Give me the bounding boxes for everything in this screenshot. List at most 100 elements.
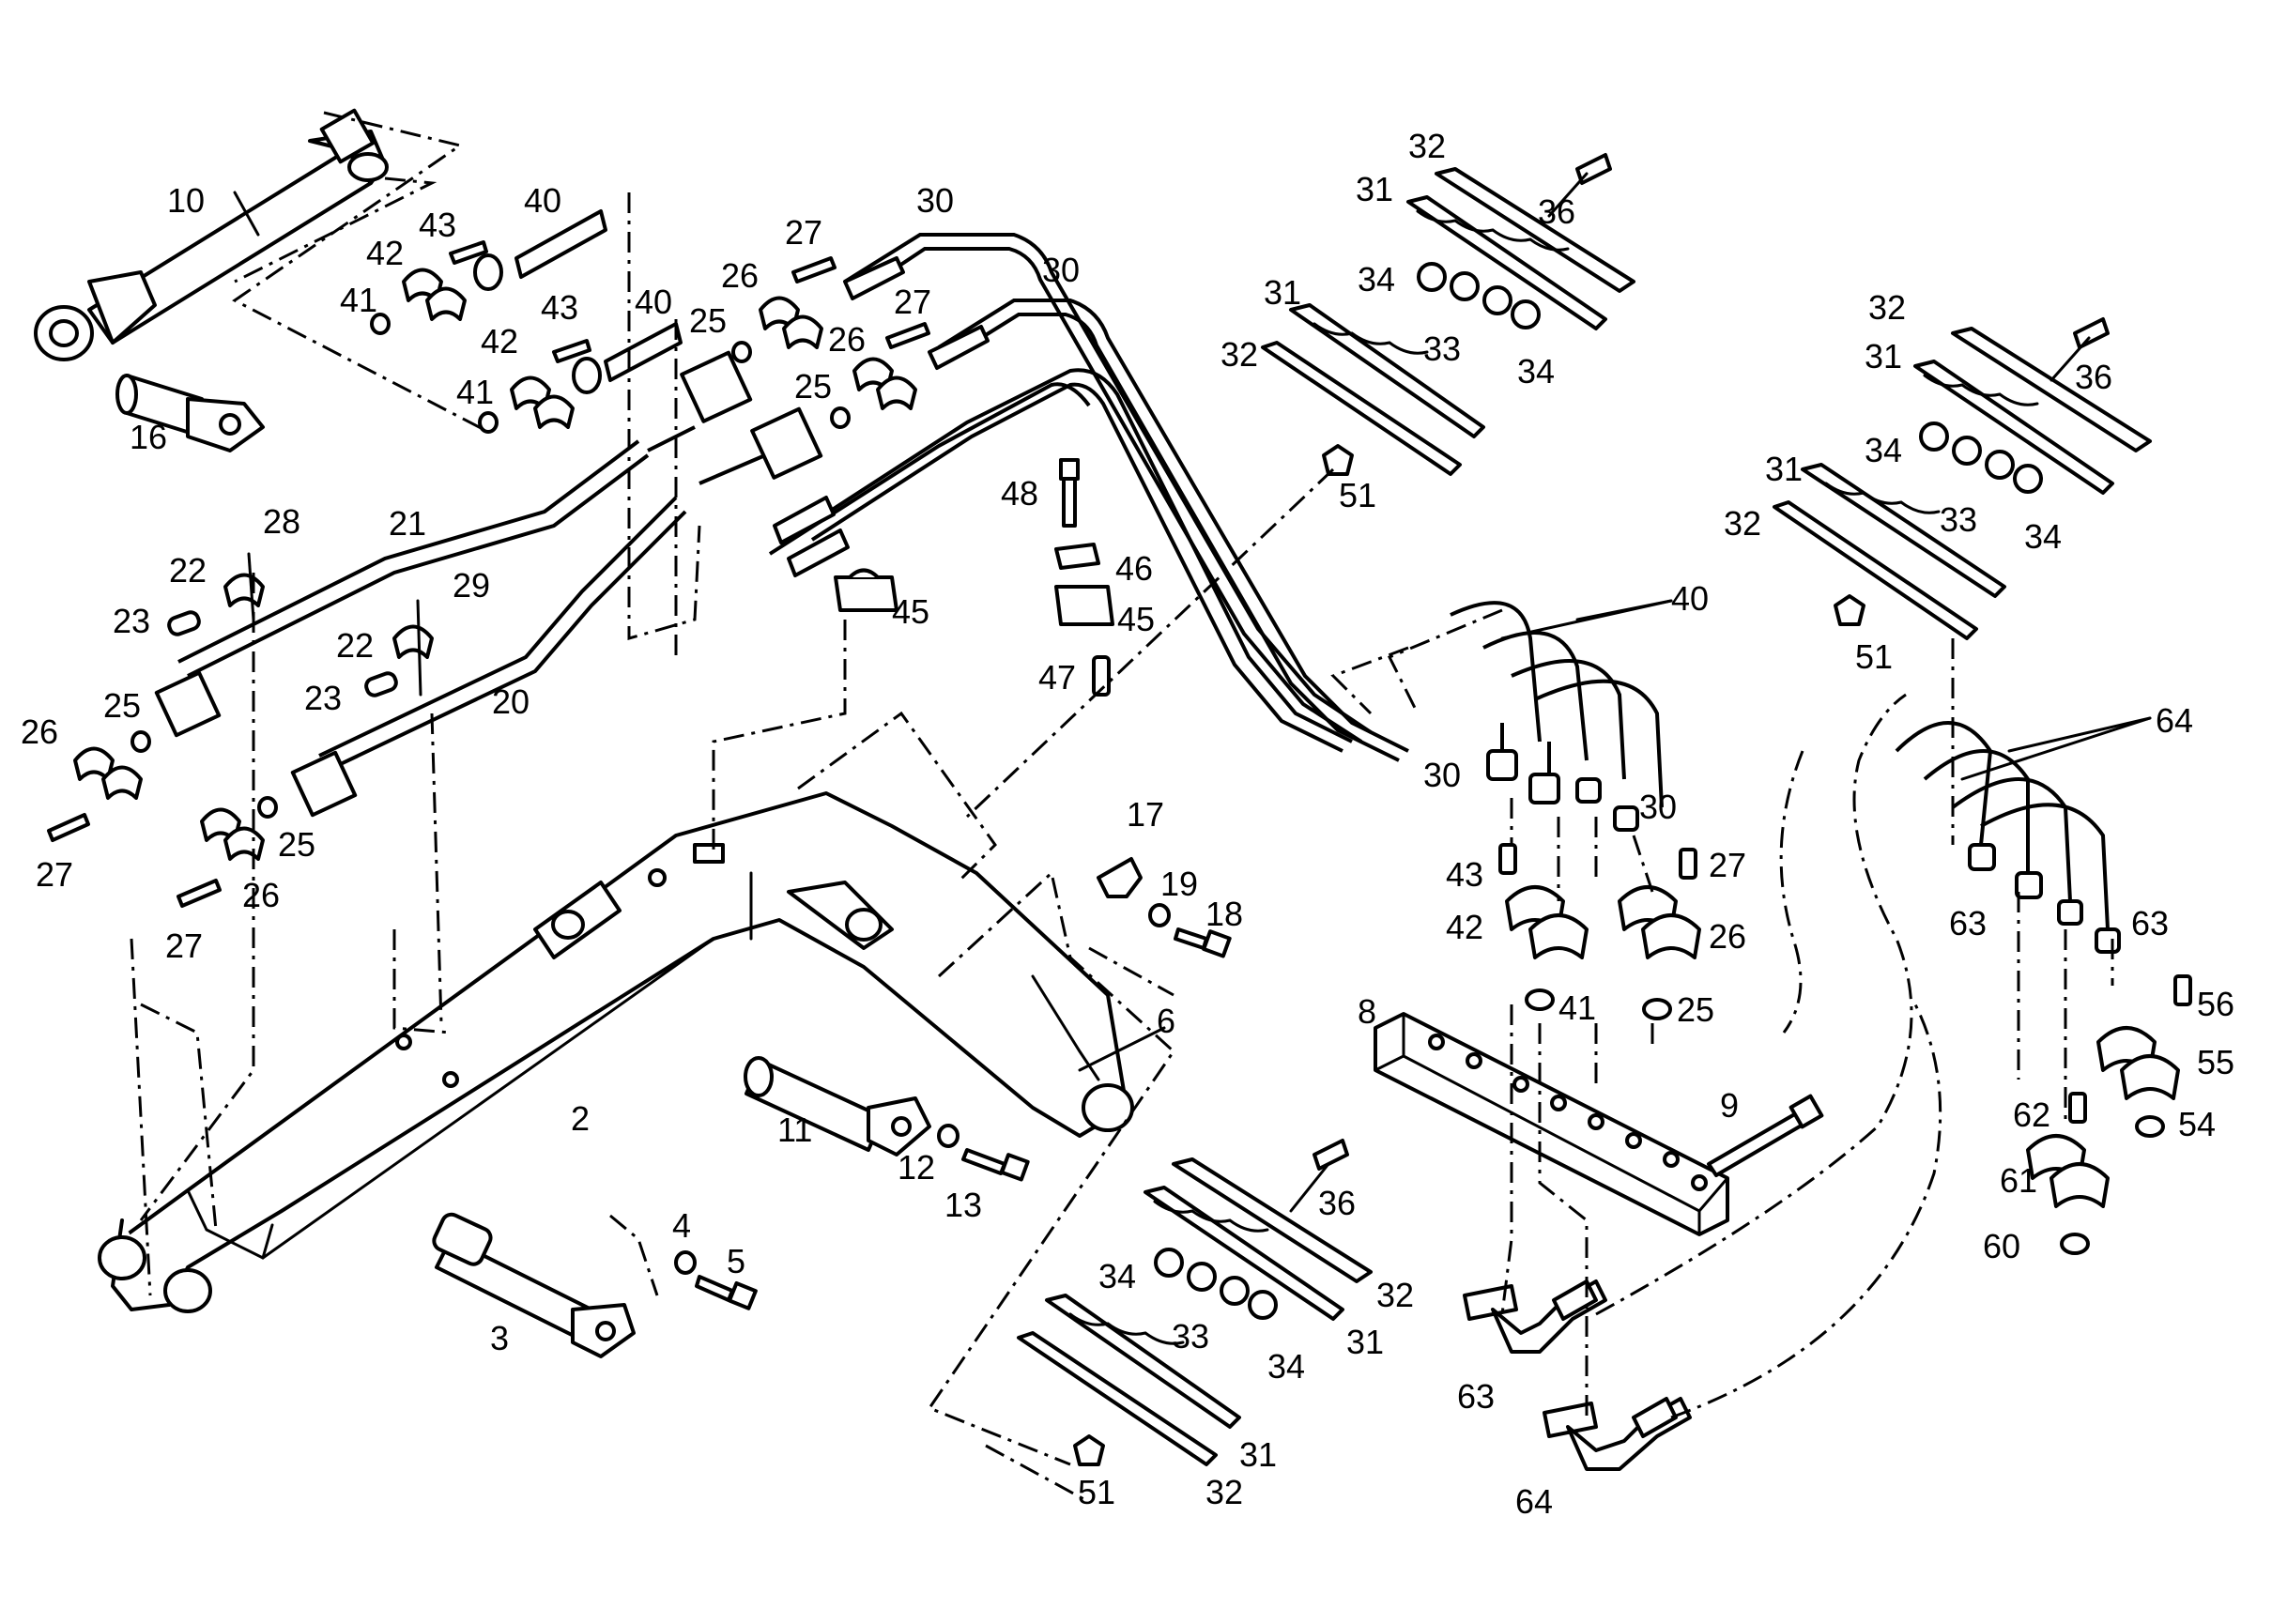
pipe-flange-upper-a bbox=[680, 350, 753, 423]
callout-32: 32 bbox=[1220, 335, 1258, 374]
callout-33: 33 bbox=[1172, 1317, 1209, 1356]
oring-41 bbox=[1525, 988, 1555, 1011]
callout-36: 36 bbox=[2075, 358, 2112, 396]
clamp-assembly-top-middle bbox=[1261, 153, 1635, 476]
callout-18: 18 bbox=[1205, 895, 1243, 933]
callout-17: 17 bbox=[1127, 795, 1164, 834]
bolt-27-e bbox=[1679, 848, 1697, 880]
callout-34: 34 bbox=[1865, 431, 1902, 469]
bolt-27-c bbox=[791, 256, 837, 283]
pipe-flange-20-lower bbox=[290, 750, 358, 818]
leader-64-b bbox=[1960, 716, 2152, 781]
callout-43: 43 bbox=[419, 206, 456, 244]
callout-34: 34 bbox=[1098, 1257, 1136, 1295]
boom bbox=[98, 791, 1134, 1313]
oring-60 bbox=[2060, 1233, 2090, 1255]
callout-47: 47 bbox=[1038, 658, 1076, 697]
assembly-leader-lines bbox=[130, 111, 2114, 1504]
clamp-22-lower bbox=[392, 599, 434, 697]
callout-27: 27 bbox=[785, 213, 822, 252]
callout-22: 22 bbox=[169, 551, 207, 590]
pipe-flange-21-lower bbox=[154, 670, 222, 738]
callout-25: 25 bbox=[794, 367, 832, 406]
callout-25: 25 bbox=[1677, 990, 1714, 1029]
boom-nose-bore bbox=[1082, 1083, 1134, 1132]
callout-40: 40 bbox=[524, 181, 561, 220]
callout-13: 13 bbox=[944, 1186, 982, 1224]
callout-36: 36 bbox=[1538, 192, 1575, 231]
callout-60: 60 bbox=[1983, 1227, 2020, 1265]
callout-30: 30 bbox=[916, 181, 954, 220]
callout-28: 28 bbox=[263, 502, 300, 541]
bolt-62 bbox=[2068, 1092, 2087, 1124]
callout-36: 36 bbox=[1318, 1184, 1356, 1222]
washer-12 bbox=[937, 1124, 959, 1148]
callout-43: 43 bbox=[1446, 855, 1483, 894]
callout-63: 63 bbox=[2131, 904, 2169, 942]
callout-9: 9 bbox=[1720, 1086, 1739, 1125]
callout-33: 33 bbox=[1940, 500, 1977, 539]
callout-32: 32 bbox=[1376, 1276, 1414, 1314]
callout-26: 26 bbox=[721, 256, 759, 295]
callout-32: 32 bbox=[1724, 504, 1761, 543]
callout-64: 64 bbox=[1515, 1482, 1553, 1521]
oring-25 bbox=[1642, 998, 1672, 1020]
arm-cylinder-pin bbox=[744, 1056, 931, 1157]
callout-34: 34 bbox=[1517, 352, 1555, 391]
washer-4 bbox=[674, 1250, 697, 1275]
callout-16: 16 bbox=[130, 418, 167, 456]
clamp-assembly-top-right bbox=[1773, 317, 2152, 640]
elbow-fitting-63 bbox=[1463, 1279, 1607, 1354]
plate-46 bbox=[1054, 543, 1100, 570]
boom-pipe-long-runs bbox=[768, 368, 1353, 753]
callout-63: 63 bbox=[1457, 1377, 1495, 1416]
callout-27: 27 bbox=[165, 927, 203, 965]
callout-4: 4 bbox=[672, 1206, 691, 1245]
callout-34: 34 bbox=[1358, 260, 1395, 299]
callout-31: 31 bbox=[1765, 450, 1803, 488]
boom-cylinder-pin bbox=[115, 374, 265, 452]
callout-27: 27 bbox=[1709, 846, 1746, 884]
callout-31: 31 bbox=[1346, 1323, 1384, 1361]
callout-26: 26 bbox=[828, 320, 866, 359]
callout-27: 27 bbox=[36, 855, 73, 894]
callout-11: 11 bbox=[777, 1111, 812, 1149]
boom-foot-bore-right bbox=[163, 1268, 212, 1313]
manifold-block bbox=[1374, 1012, 1729, 1236]
callout-31: 31 bbox=[1239, 1435, 1277, 1474]
clamp-22-upper bbox=[223, 552, 265, 621]
callout-6: 6 bbox=[1157, 1002, 1175, 1040]
callout-51: 51 bbox=[1855, 637, 1893, 676]
callout-30: 30 bbox=[1042, 251, 1080, 289]
callout-48: 48 bbox=[1001, 474, 1038, 513]
washer-19 bbox=[1148, 903, 1171, 927]
spacer-23-upper bbox=[167, 610, 201, 636]
callout-62: 62 bbox=[2013, 1095, 2050, 1134]
callout-61: 61 bbox=[2000, 1161, 2037, 1200]
hose-30-lower-run bbox=[928, 299, 1409, 762]
callout-54: 54 bbox=[2178, 1105, 2216, 1143]
bolt-56 bbox=[2173, 974, 2192, 1006]
callout-8: 8 bbox=[1358, 992, 1376, 1031]
callout-30: 30 bbox=[1639, 788, 1677, 826]
hose-group-40 bbox=[1450, 601, 1664, 832]
callout-31: 31 bbox=[1865, 337, 1902, 375]
boom-foot-pin bbox=[432, 1212, 636, 1358]
callout-25: 25 bbox=[278, 825, 315, 864]
callout-42: 42 bbox=[366, 234, 404, 272]
callout-33: 33 bbox=[1423, 329, 1461, 368]
callout-41: 41 bbox=[340, 281, 377, 319]
callout-29: 29 bbox=[453, 566, 490, 605]
hose-40-b bbox=[604, 322, 683, 382]
callout-46: 46 bbox=[1115, 549, 1153, 588]
callout-19: 19 bbox=[1160, 865, 1198, 903]
callout-34: 34 bbox=[2024, 517, 2062, 556]
bolt-9 bbox=[1707, 1094, 1824, 1177]
spacer-23-lower bbox=[364, 671, 398, 697]
callout-25: 25 bbox=[103, 686, 141, 725]
callout-41: 41 bbox=[456, 373, 494, 411]
callout-51: 51 bbox=[1339, 476, 1376, 514]
elbow-fitting-64 bbox=[1543, 1397, 1692, 1471]
callout-20: 20 bbox=[492, 682, 530, 721]
